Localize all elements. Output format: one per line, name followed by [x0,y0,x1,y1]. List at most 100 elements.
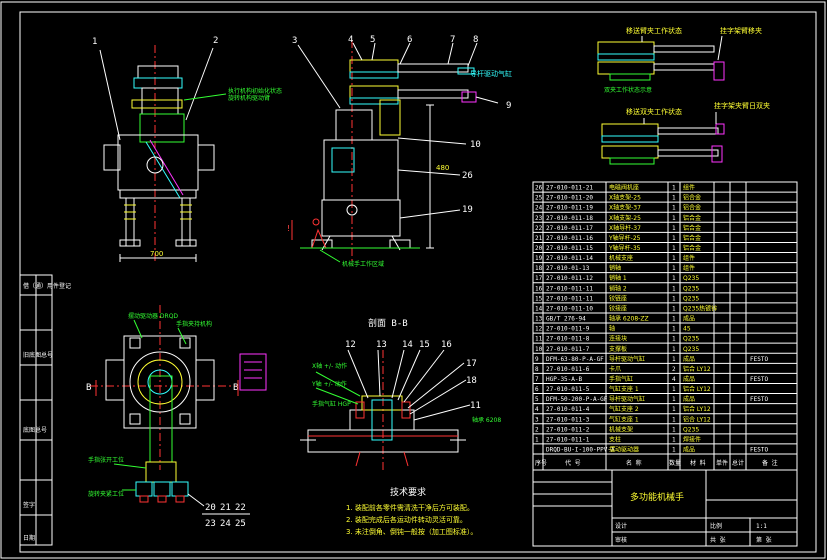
annotation: 导杆驱动气缸 [470,69,512,78]
bom-cell: 1 [672,205,676,212]
bom-cell: 27-010-011-21 [546,185,593,192]
bom-cell: 27-010-011-4 [546,406,590,413]
bom-cell: FESTO [750,396,768,403]
bom-cell: 27-010-011-10 [546,305,593,312]
bom-cell: 27-010-011-5 [546,386,590,393]
balloon-19: 19 [462,205,473,215]
bom-cell: X轴导杆-37 [609,224,641,232]
bom-cell: 成品 [683,446,695,454]
strip-label: 旧底图总号 [23,351,53,359]
balloon-18: 18 [466,376,477,386]
balloon-11: 11 [470,401,481,411]
bom-cell: 1 [672,447,676,454]
bom-cell: Q235 [683,295,699,302]
balloon-6: 6 [407,35,412,45]
strip-label: 签字 [23,501,35,509]
bom-cell: 27-010-011-20 [546,195,593,202]
work-state-1b: 挂字架臂移夹 [720,26,762,35]
annotation: 旋转机构驱动臂 [228,94,270,102]
bom-header: 总计 [732,459,744,467]
bom-cell: 12 [535,326,543,333]
tech-requirements: 技术要求 1. 装配前各零件需清洗干净后方可装配。 2. 装配完成后各运动件转动… [346,486,477,536]
left-strip: 借（通）用件登记 旧底图总号 底图总号 签字 日期 [19,274,71,546]
balloon-3: 3 [292,36,297,46]
balloon-17: 17 [466,359,477,369]
bom-cell: 铝合 LY12 [683,365,711,373]
bom-cell: 9 [535,356,539,363]
annotation: 机械手工作区域 [342,260,384,268]
bom-cell: 13 [535,316,543,323]
bom-cell: 26 [535,185,543,192]
top-view: B B 摆动驱动器 DRQD 手指夹持机构 手指张开工位 旋转夹紧工位 20 2… [86,305,267,529]
bom-cell: 导杆驱动气缸 [609,355,645,363]
bom-header: 单件 [716,459,728,467]
bom-cell: 25 [535,195,543,202]
bom-cell: DFM-50-200-P-A-GF [546,396,608,403]
bom-cell: 27-010-011-16 [546,235,593,242]
work-state-views: 移送臂夹工作状态 挂字架臂移夹 移送双夹工作状态 挂字架夹臂日双夹 [597,26,770,165]
bom-cell: HGP-35-A-B [546,376,583,383]
bom-cell: 1 [672,275,676,282]
bom-cell: 27-010-011-11 [546,295,593,302]
bom-header: 数量 [669,459,681,467]
dim-front-width: 700 [150,250,163,258]
work-state-2: 移送双夹工作状态 [626,107,682,116]
balloon-4: 4 [348,35,353,45]
bom-cell: FESTO [750,356,768,363]
bom-cell: Q235 [683,346,699,353]
bom-cell: 3 [535,416,539,423]
bom-cell: 27-010-011-12 [546,275,593,282]
bom-cell: 支撑板 [609,345,627,353]
annotation: 轴承 6208 [472,416,501,424]
bom-cell: 导杆驱动气缸 [609,395,645,403]
bom-cell: 1 [672,416,676,423]
annotation: 手指张开工位 [88,456,124,464]
bom-cell: 铰链座 [609,294,627,302]
balloon-16: 16 [441,340,452,350]
work-state-1: 移送臂夹工作状态 [626,26,682,35]
section-title: 剖面 B-B [368,317,408,329]
bom-cell: 组件 [683,254,695,262]
work-state-2b: 挂字架夹臂日双夹 [714,101,770,110]
bom-cell: 1 [672,386,676,393]
label-check: 审核 [615,536,627,544]
bom-cell: X轴支架-37 [609,204,641,212]
dim-vertical: 480 [436,164,449,172]
bom-cell: 1 [672,436,676,443]
bom-cell: Q235热镀锌 [683,304,717,312]
front-view: 700 1 2 执行机构初始化状态 旋转机构驱动臂 [92,36,282,262]
bom-cell: 电磁阀机座 [609,184,639,192]
bom-cell: 45 [683,326,691,333]
bom-cell: 轴 [609,325,615,333]
bom-cell: 2 [672,366,676,373]
bom-cell: 2 [535,426,539,433]
bom-cell: 连接块 [609,335,627,343]
bom-cell: 27-010-011-11 [546,285,593,292]
bom-cell: 17 [535,275,543,282]
bom-cell: 14 [535,305,543,312]
bom-cell: 1 [672,336,676,343]
bom-cell: 27-010-011-6 [546,366,590,373]
bom-cell: 4 [535,406,539,413]
bom-cell: 1 [672,356,676,363]
bom-cell: 1 [672,305,676,312]
bom-cell: Q235 [683,285,699,292]
bom-cell: Q235 [683,275,699,282]
bom-cell: 铰接座 [609,304,627,312]
bom-cell: 成品 [683,355,695,363]
bom-cell: 21 [535,235,543,242]
bom-cell: 1 [672,245,676,252]
bom-cell: 摆动驱动器 [609,446,639,454]
svg-text:!: ! [287,224,290,233]
balloon-5: 5 [370,35,375,45]
bom-cell: 1 [672,295,676,302]
bom-header: 备 注 [762,459,778,467]
title-block: 多功能机械手 设计 审核 比例 1:1 共 张 第 张 [532,469,798,547]
bom-cell: 成品 [683,315,695,323]
bom-cell: 5 [535,396,539,403]
bom-header: 名 称 [626,459,642,467]
bom-cell: 24 [535,205,543,212]
